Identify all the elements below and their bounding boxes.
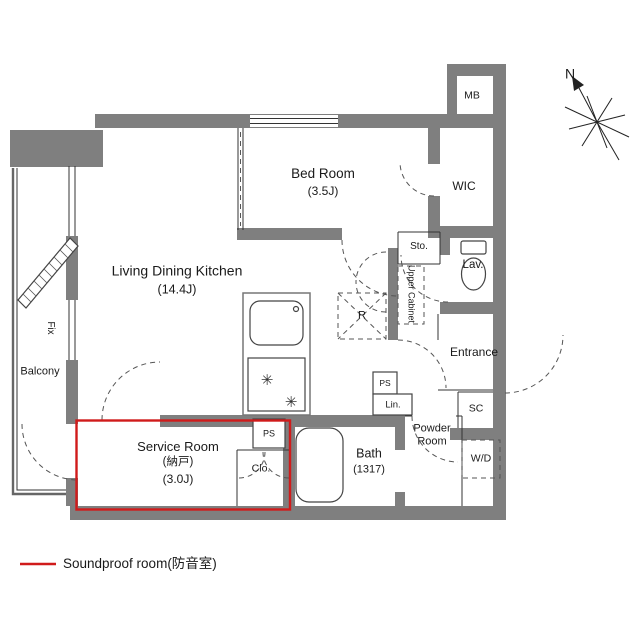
linen-box [372,393,413,416]
refrigerator-label: R [358,309,366,322]
closet-door-arc [238,451,266,479]
bedroom-window [250,115,338,127]
fix-window-label: Fix [45,321,56,335]
walls [10,64,506,520]
bedroom-partition [237,128,244,230]
fixtures: ✳ ✳ [242,240,501,503]
toilet-tank-icon [460,240,487,255]
stove-burner-icon: ✳ [261,371,274,389]
pipe-space-label: PS [262,428,276,439]
washer-dryer-space [461,439,501,479]
ldk-size-label: (14.4J) [157,282,197,297]
service-room-size-label: (3.0J) [162,471,194,486]
closet-label: Clo. [251,462,271,475]
compass-icon [564,76,630,161]
legend-soundproof-label: Soundproof room(防音室) [63,555,217,571]
mb-label: MB [464,89,480,102]
ldk-label: Living Dining Kitchen [111,262,243,279]
lavatory-door-arc [400,254,449,303]
faucet-icon [292,305,300,313]
bedroom-size-label: (3.5J) [307,183,339,198]
upper-cabinet-label: Upper Cabinet [406,264,417,324]
refrigerator-space [337,292,387,340]
bath-size-label: (1317) [353,463,385,476]
linen-label: Lin. [385,399,401,411]
entrance-label: Entrance [449,344,499,359]
north-arrowhead [572,76,584,91]
soundproof-outline [75,419,292,511]
pipe-space-label: PS [379,377,391,388]
balcony-label: Balcony [20,365,60,378]
storage-label: Sto. [410,241,428,252]
wic-door-arc [399,161,435,197]
north-label: N [564,65,576,82]
balcony-door-arc [21,423,79,481]
service-room-label: Service Room [137,439,219,455]
entrance-step [437,314,493,391]
washer-dryer-label: W/D [470,452,492,465]
pipe-space-box [252,418,286,449]
thin-partitions [236,231,493,506]
door-arcs [21,161,564,481]
balcony-rail [11,168,66,496]
lavatory-label: Lav. [462,259,484,272]
bath-label: Bath [356,446,382,461]
hatched-diagonal-wall [17,237,79,309]
hall-door-arc [397,339,447,389]
wic-label: WIC [452,178,476,193]
shoe-closet-label: SC [468,402,484,415]
entrance-door-arc [504,334,564,394]
closet-walls [236,449,290,506]
bedroom-door-arc [341,239,399,297]
kitchen-sink-icon [249,300,304,346]
window-marks [68,115,338,360]
bedroom-label: Bed Room [291,165,355,181]
service-room-door-arc [101,361,161,421]
shoe-closet-walls [457,391,493,428]
toilet-icon [460,257,487,291]
stove-burner-icon: ✳ [285,393,298,411]
cabinet-door-arc [355,251,387,283]
bathtub-icon [295,427,344,503]
storage-walls [397,231,441,265]
upper-cabinet-outline [397,265,425,325]
service-room-alt-label: (納戸) [162,456,194,469]
powder-room-label: Powder Room [413,422,451,447]
stove-icon [247,357,306,412]
powder-door-arc [411,415,459,463]
closet-door-arc [262,451,290,479]
